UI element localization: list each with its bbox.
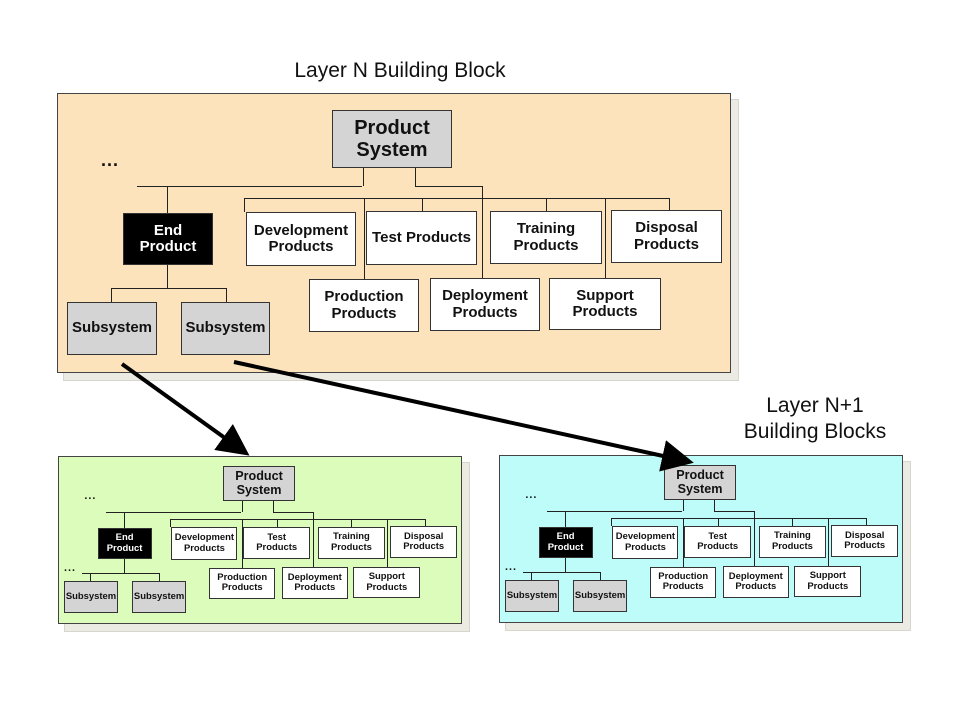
layer-n1-left-node-support: Support Products: [353, 567, 421, 599]
layer-n-connector: [605, 198, 606, 278]
layer-n-connector: [137, 186, 362, 187]
layer-n1-left-node-subsystem-1: Subsystem: [64, 581, 118, 614]
layer-n-node-deployment: Deployment Products: [430, 278, 540, 331]
layer-n1-left-connector: [159, 573, 161, 582]
layer-n1-right-node-deployment: Deployment Products: [722, 566, 789, 598]
layer-n1-right-ellipsis-top: ...: [525, 489, 538, 502]
layer-n1-right-node-development: Development Products: [612, 526, 679, 559]
layer-n-node-training: Training Products: [490, 211, 602, 264]
layer-n-connector: [546, 198, 547, 211]
layer-n1-right-connector: [547, 510, 682, 512]
layer-n1-left-node-subsystem-2: Subsystem: [132, 581, 186, 614]
layer-n1-caption: Layer N+1 Building Blocks: [710, 393, 920, 445]
layer-n-connector: [415, 168, 416, 186]
layer-n1-left-ellipsis-sub: ...: [64, 562, 76, 575]
layer-n-ellipsis-top: ...: [101, 150, 120, 170]
layer-n1-left-node-disposal: Disposal Products: [390, 526, 457, 558]
layer-n1-right-connector: [792, 518, 794, 526]
layer-n1-left-connector: [241, 501, 243, 512]
layer-n-connector: [167, 265, 168, 288]
layer-n1-left-connector: [313, 511, 314, 568]
layer-n1-right-connector: [611, 518, 867, 519]
layer-n1-right-connector: [682, 500, 684, 511]
layer-n1-left-connector: [277, 519, 278, 527]
layer-n1-right-connector: [565, 510, 566, 527]
layer-n1-right-connector: [754, 510, 755, 567]
layer-n-node-end-product: End Product: [123, 213, 213, 265]
layer-n1-left-ellipsis-top: ...: [84, 490, 97, 503]
layer-n1-left-connector: [82, 573, 91, 574]
layer-n1-left-connector: [90, 573, 160, 574]
layer-n1-left-connector: [351, 519, 353, 527]
layer-n1-left-connector: [272, 501, 274, 512]
layer-n-node-subsystem-1: Subsystem: [67, 302, 157, 355]
layer-n-connector: [415, 186, 482, 187]
layer-n1-left-node-development: Development Products: [171, 527, 238, 560]
layer-n1-left-connector: [170, 519, 172, 528]
layer-n1-right-node-support: Support Products: [794, 566, 862, 598]
layer-n1-right-connector: [523, 572, 532, 573]
layer-n-node-subsystem-2: Subsystem: [181, 302, 270, 355]
layer-n-connector: [226, 288, 227, 302]
arrow-to-left-block: [120, 362, 250, 456]
layer-n1-left-connector: [124, 511, 125, 528]
layer-n-node-development: Development Products: [246, 212, 356, 266]
layer-n1-left-connector: [106, 511, 241, 513]
layer-n-node-product-system: Product System: [332, 110, 452, 168]
layer-n-connector: [167, 186, 168, 213]
layer-n1-right-connector: [683, 518, 685, 567]
layer-n1-left-connector: [124, 559, 125, 573]
layer-n1-left-connector: [425, 519, 427, 527]
arrow-to-right-block: [233, 360, 694, 472]
layer-n-node-support: Support Products: [549, 278, 661, 330]
layer-n1-right-node-disposal: Disposal Products: [831, 525, 898, 557]
layer-n1-left-connector: [272, 511, 313, 513]
layer-n-connector: [244, 198, 669, 199]
layer-n1-right-node-subsystem-2: Subsystem: [573, 580, 627, 613]
layer-n1-right-node-training: Training Products: [758, 525, 826, 558]
layer-n1-right-connector: [713, 500, 715, 511]
layer-n1-right-connector: [866, 518, 868, 526]
layer-n-connector: [363, 168, 364, 186]
layer-n1-left-node-test: Test Products: [243, 526, 310, 560]
layer-n-caption: Layer N Building Block: [294, 59, 506, 82]
layer-n-connector: [482, 186, 483, 279]
layer-n1-right-connector: [565, 558, 566, 572]
layer-n-connector: [669, 198, 670, 210]
layer-n-node-production: Production Products: [309, 279, 419, 332]
layer-n1-left-node-end-product: End Product: [97, 528, 152, 560]
layer-n-connector: [422, 198, 423, 211]
layer-n1-right-connector: [531, 572, 533, 581]
layer-n1-right-connector: [827, 518, 829, 566]
layer-n1-right-node-subsystem-1: Subsystem: [505, 580, 559, 613]
layer-n1-left-connector: [90, 573, 92, 582]
layer-n1-right-node-end-product: End Product: [538, 527, 593, 559]
layer-n1-right-connector: [611, 518, 613, 527]
layer-n1-left-connector: [386, 519, 388, 567]
layer-n1-left-node-training: Training Products: [317, 526, 385, 559]
layer-n1-left-node-product-system: Product System: [223, 466, 295, 501]
layer-n1-right-connector: [531, 572, 601, 573]
layer-n1-right-connector: [713, 510, 754, 512]
layer-n1-left-node-deployment: Deployment Products: [281, 567, 348, 599]
layer-n1-right-node-test: Test Products: [684, 525, 751, 559]
layer-n1-right-connector: [600, 572, 602, 581]
layer-n1-right-ellipsis-sub: ...: [505, 561, 517, 574]
layer-n-connector: [111, 288, 112, 302]
layer-n-connector: [244, 198, 245, 212]
layer-n1-right-node-production: Production Products: [650, 566, 717, 599]
layer-n-node-test: Test Products: [366, 211, 477, 265]
layer-n-connector: [364, 198, 365, 279]
layer-n1-left-connector: [170, 519, 426, 520]
layer-n1-left-connector: [242, 519, 244, 568]
layer-n-node-disposal: Disposal Products: [611, 210, 722, 263]
layer-n1-caption-line2: Building Blocks: [743, 420, 887, 443]
layer-n1-caption-line1: Layer N+1: [766, 394, 864, 417]
layer-n1-left-node-production: Production Products: [209, 567, 276, 600]
layer-n1-right-connector: [718, 518, 719, 526]
layer-n-connector: [111, 288, 226, 289]
